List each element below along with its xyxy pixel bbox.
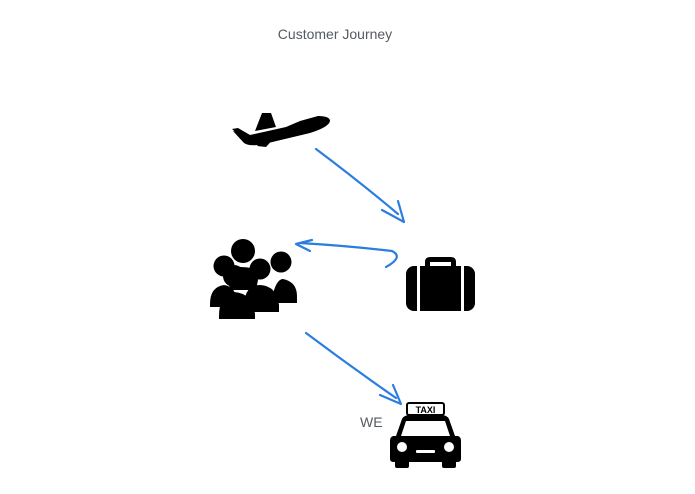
diagram-title: Customer Journey <box>277 26 393 42</box>
taxi-label: WE <box>360 414 383 430</box>
taxi-icon: TAXI <box>390 402 461 468</box>
taxi-sign-text: TAXI <box>416 405 436 415</box>
suitcase-icon <box>406 257 475 311</box>
people-group-icon <box>210 239 297 319</box>
edge-airplane-to-luggage <box>314 147 406 224</box>
airplane-icon <box>232 113 330 147</box>
edge-customers-to-taxi <box>304 331 403 406</box>
edge-luggage-to-customers <box>294 238 398 269</box>
